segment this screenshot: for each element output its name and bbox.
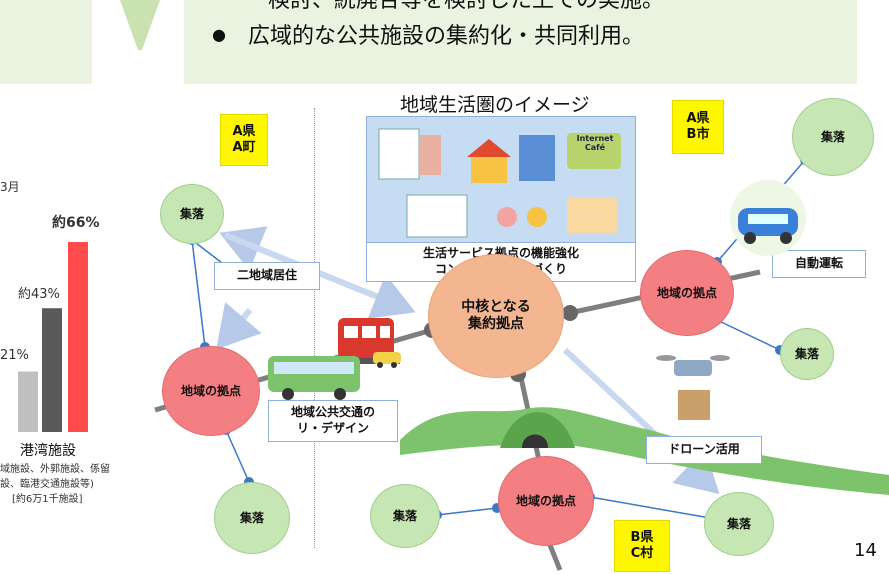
bar-3 [68,242,88,432]
page-number: 14 [854,540,877,561]
bars-svg [18,242,88,432]
region-b-city: A県 B市 [672,100,724,154]
chart-note-3: [約6万1千施設] [12,494,83,505]
region-c-village: B県 C村 [614,520,670,572]
autonomous-driving-label: 自動運転 [772,250,866,278]
village-b-city-east: 集落 [780,328,834,380]
core-hub-line-2: 集約拠点 [468,316,524,332]
bullet-text: 広域的な公共施設の集約化・共同利用。 [247,24,644,49]
public-transit-line-2: リ・デザイン [296,421,369,435]
region-a-town-line-2: A町 [232,140,256,155]
chart-note-2: 設、臨港交通施設等) [0,479,94,490]
service-illustration: Internet Café [366,116,636,244]
region-b-city-line-2: B市 [686,127,710,142]
region-a-town: A県 A町 [220,114,268,166]
internet-sign-line-2: Café [584,142,606,152]
diagram-title: 地域生活圏のイメージ [400,94,590,116]
region-divider [314,108,315,548]
region-b-city-line-1: A県 [686,110,710,126]
core-hub: 中核となる 集約拠点 [428,254,564,378]
bullet-icon: ● [212,25,226,44]
two-region-living-label: 二地域居住 [214,262,320,290]
region-a-town-line-1: A県 [232,123,256,139]
tram-icon [330,316,400,376]
public-transit-label: 地域公共交通の リ・デザイン [268,400,398,442]
partial-text-line: 検討、統廃合等を検討した上での実施。 [268,0,665,13]
drone-label: ドローン活用 [646,436,762,464]
drone-icon [656,350,730,434]
top-left-panel [0,0,92,84]
bar-1 [18,371,38,432]
bar-2 [42,308,62,432]
regional-hub-east: 地域の拠点 [640,250,734,336]
service-caption-line-1: 生活サービス拠点の機能強化 [423,246,579,262]
internet-cafe-sign: Internet Café [572,134,618,153]
regional-hub-west: 地域の拠点 [162,346,260,436]
village-south-west: 集落 [370,484,440,548]
bar-label-2: 約43% [18,287,60,302]
village-b-city-north: 集落 [792,98,874,176]
core-hub-line-1: 中核となる [461,298,531,315]
village-c-village: 集落 [704,492,774,556]
bar-label-3: 約66% [52,215,100,231]
regional-hub-south: 地域の拠点 [498,456,594,546]
village-southwest: 集落 [214,482,290,554]
chart-category: 港湾施設 [20,443,76,459]
bullet-line-1: ● 広域的な公共施設の集約化・共同利用。 [212,18,644,50]
internet-sign-line-1: Internet [576,134,614,143]
top-panel-accent [120,0,160,50]
region-c-village-line-1: B県 [630,529,654,545]
bus-icon [266,350,362,404]
region-c-village-line-2: C村 [630,546,654,561]
village-a-town: 集落 [160,184,224,244]
chart-note-1: 域施設、外郭施設、係留 [0,464,110,475]
top-right-panel [184,0,857,84]
chart-date-fragment: 3月 [0,180,20,194]
car-icon [372,346,402,372]
left-bar-chart: 3月 約66% 約43% 21% 港湾施設 域施設、外郭施設、係留 設、臨港交通… [0,170,160,510]
autonomous-car-icon [728,178,808,262]
bar-label-1: 21% [0,348,29,363]
public-transit-line-1: 地域公共交通の [290,405,375,420]
town-icons [378,128,621,238]
